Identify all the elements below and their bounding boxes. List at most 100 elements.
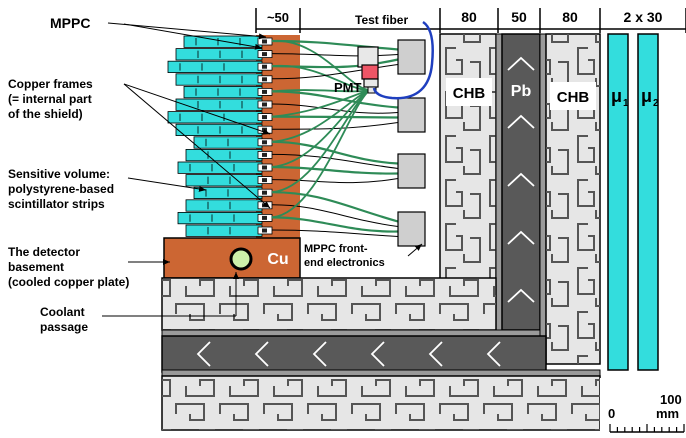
label-mu1: μ xyxy=(611,86,622,106)
fiber-to-pmt xyxy=(271,64,371,91)
label-copper-frames: Copper frames xyxy=(8,77,93,91)
label-sensitive-volume: Sensitive volume: xyxy=(8,167,110,181)
scintillator-strip xyxy=(185,174,263,187)
fe-board-2 xyxy=(397,97,426,133)
scintillator-strip xyxy=(175,98,263,111)
pmt-assembly xyxy=(357,46,379,94)
label-basement: The detector xyxy=(8,245,80,259)
scintillator-strip xyxy=(175,123,263,136)
mppc-chip xyxy=(262,77,267,82)
scale-zero: 0 xyxy=(608,406,615,421)
svg-text:basement: basement xyxy=(8,260,64,274)
chevron-mark xyxy=(507,56,535,71)
chevron-mark xyxy=(312,341,327,367)
fiber-line xyxy=(271,204,399,227)
fiber-line xyxy=(271,165,399,175)
fe-board-4 xyxy=(397,211,426,247)
scintillator-strip xyxy=(175,73,263,86)
svg-text:end electronics: end electronics xyxy=(304,257,385,269)
label-fe-electronics: MPPC front- xyxy=(304,243,368,255)
label-chb-left: CHB xyxy=(453,85,486,102)
scintillator-strip xyxy=(167,111,263,124)
fiber-line xyxy=(271,115,399,119)
mppc-chip xyxy=(262,152,267,157)
label-cu: Cu xyxy=(267,251,288,268)
leader-lines xyxy=(102,22,423,317)
fiber-line xyxy=(271,103,399,114)
fiber-line xyxy=(271,90,399,109)
mppc-chip xyxy=(262,215,267,220)
mppc-chip xyxy=(262,115,267,120)
scintillator-strip xyxy=(177,161,263,174)
chevron-mark xyxy=(507,172,535,187)
mppc-chip xyxy=(262,165,267,170)
coolant-passage xyxy=(229,247,253,271)
scintillator-strip xyxy=(175,48,263,61)
mppc-chip xyxy=(262,178,267,183)
dim-80-left: 80 xyxy=(461,9,477,25)
label-pmt: PMT xyxy=(334,80,362,95)
left-labels: MPPC Copper frames (= internal part of t… xyxy=(8,15,129,334)
fiber-line xyxy=(271,178,399,184)
mppc-chip xyxy=(262,39,267,44)
fiber-line xyxy=(271,64,399,80)
scale-bar: 0 100 mm xyxy=(600,378,686,438)
label-chb-right: CHB xyxy=(557,89,590,106)
svg-text:(= internal part: (= internal part xyxy=(8,92,92,106)
wls-fibers xyxy=(271,39,399,237)
chevron-mark xyxy=(428,341,443,367)
dim-80-right: 80 xyxy=(562,9,578,25)
dimension-bar xyxy=(255,8,686,33)
fiber-to-pmt xyxy=(271,89,371,143)
fiber-line xyxy=(271,53,399,57)
svg-text:2: 2 xyxy=(653,98,659,109)
pb-bottom-layer xyxy=(161,329,541,337)
muon-counter-2 xyxy=(637,33,659,371)
scale-hundred: 100 xyxy=(660,392,682,407)
dim-50-mid: 50 xyxy=(511,9,527,25)
mppc-chip xyxy=(262,190,267,195)
scintillator-strip xyxy=(185,148,263,162)
fiber-to-pmt xyxy=(271,89,371,118)
fiber-line xyxy=(271,153,399,169)
muon-counter-1 xyxy=(607,33,629,371)
svg-text:passage: passage xyxy=(40,320,88,334)
test-fiber-line xyxy=(372,20,434,100)
label-pb: Pb xyxy=(511,83,532,100)
fiber-line xyxy=(271,229,399,237)
scintillator-strips xyxy=(167,35,273,237)
fiber-line xyxy=(271,216,399,233)
label-test-fiber: Test fiber xyxy=(355,13,408,27)
fiber-to-pmt xyxy=(271,40,371,91)
mppc-chip xyxy=(262,140,267,145)
fe-board-1 xyxy=(397,39,426,75)
label-mppc: MPPC xyxy=(50,15,90,31)
chevron-mark xyxy=(486,341,501,367)
label-coolant: Coolant xyxy=(40,305,85,319)
fiber-line xyxy=(271,191,399,223)
svg-text:(cooled copper plate): (cooled copper plate) xyxy=(8,275,129,289)
pb-wall xyxy=(501,33,541,331)
fiber-to-pmt xyxy=(271,89,371,219)
mppc-chip xyxy=(262,64,267,69)
pb-chevrons xyxy=(507,56,535,303)
scintillator-strip xyxy=(185,199,263,212)
dim-2x30: 2 x 30 xyxy=(624,9,663,25)
mppc-chip xyxy=(262,102,267,107)
chevron-mark xyxy=(254,341,269,367)
mppc-chip xyxy=(262,52,267,57)
svg-text:1: 1 xyxy=(623,98,629,109)
scintillator-strip xyxy=(177,211,263,225)
material-labels: CHB Pb CHB Cu μ 1 μ 2 xyxy=(267,78,659,268)
chevron-mark xyxy=(507,114,535,129)
label-mu2: μ xyxy=(641,86,652,106)
chevron-mark xyxy=(370,341,385,367)
mppc-chip xyxy=(262,228,267,233)
chevron-mark xyxy=(507,288,535,303)
scale-unit: mm xyxy=(656,406,679,421)
chevron-mark xyxy=(507,230,535,245)
svg-text:of the shield): of the shield) xyxy=(8,107,83,121)
fe-board-3 xyxy=(397,153,426,189)
